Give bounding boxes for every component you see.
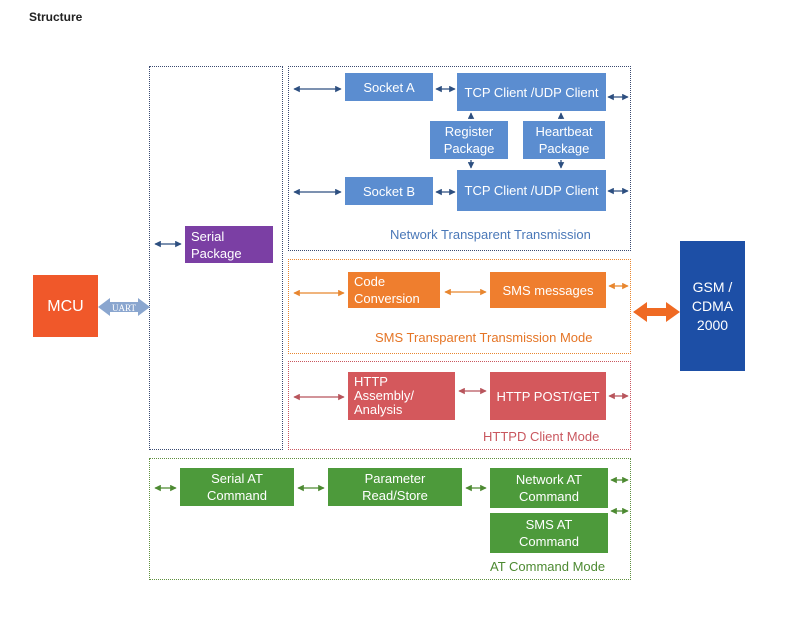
http-assembly-line2: Assembly/	[354, 388, 414, 403]
sms-region	[288, 259, 631, 354]
parameter-read-store-label: Parameter Read/Store	[362, 471, 428, 503]
code-conversion-line1: Code	[354, 274, 386, 289]
mcu-label: MCU	[47, 297, 84, 315]
heartbeat-package-line2: Package	[538, 141, 590, 156]
tcp-client-b-block: TCP Client /UDP Client	[457, 170, 606, 211]
uart-label: UART	[112, 303, 136, 313]
socket-a-label: Socket A	[363, 79, 415, 95]
serial-package-line2: Package	[191, 245, 242, 261]
network-region-label: Network Transparent Transmission	[390, 227, 591, 242]
gsm-arrow	[633, 302, 680, 322]
gsm-line3: 2000	[696, 316, 729, 333]
http-assembly-line1: HTTP	[354, 374, 388, 389]
network-at-command-line2: Command	[519, 489, 579, 504]
serial-region	[149, 66, 283, 450]
gsm-line2: CDMA	[691, 297, 734, 314]
parameter-read-store-block: Parameter Read/Store	[328, 468, 462, 506]
http-assembly-line3: Analysis	[354, 402, 403, 417]
sms-messages-label: SMS messages	[502, 282, 594, 298]
register-package-line2: Package	[443, 141, 495, 156]
uart-arrow	[98, 298, 150, 316]
network-region	[288, 66, 631, 251]
heartbeat-package-line1: Heartbeat	[535, 124, 593, 139]
register-package-line1: Register	[444, 124, 494, 139]
tcp-client-a-block: TCP Client /UDP Client	[457, 73, 606, 111]
httpd-region-label: HTTPD Client Mode	[483, 429, 600, 444]
sms-at-command-block: SMS AT Command	[490, 513, 608, 553]
serial-at-command-block: Serial AT Command	[180, 468, 294, 506]
tcp-client-a-label: TCP Client /UDP Client	[464, 84, 599, 100]
sms-messages-block: SMS messages	[490, 272, 606, 308]
serial-at-command-line1: Serial AT	[211, 471, 263, 486]
gsm-line1: GSM /	[692, 278, 733, 295]
httpd-region	[288, 361, 631, 450]
at-region	[149, 458, 631, 580]
http-post-get-label: HTTP POST/GET	[496, 388, 600, 404]
network-at-command-block: Network AT Command	[490, 468, 608, 508]
serial-at-command-line2: Command	[207, 488, 267, 503]
network-at-command-line1: Network AT	[515, 472, 583, 487]
mcu-block: MCU	[33, 275, 98, 337]
code-conversion-line2: Conversion	[354, 291, 420, 306]
serial-package-line1: Serial	[191, 228, 225, 244]
page-title: Structure	[29, 10, 83, 24]
at-region-label: AT Command Mode	[490, 559, 606, 574]
tcp-client-b-label: TCP Client /UDP Client	[464, 183, 599, 198]
gsm-cdma-block: GSM / CDMA 2000	[680, 241, 745, 371]
socket-a-block: Socket A	[345, 73, 433, 101]
sms-region-label: SMS Transparent Transmission Mode	[375, 330, 593, 345]
socket-b-label: Socket B	[362, 183, 416, 199]
sms-at-command-label: SMS AT Command	[519, 517, 579, 549]
http-post-get-block: HTTP POST/GET	[490, 372, 606, 420]
socket-b-block: Socket B	[345, 177, 433, 205]
